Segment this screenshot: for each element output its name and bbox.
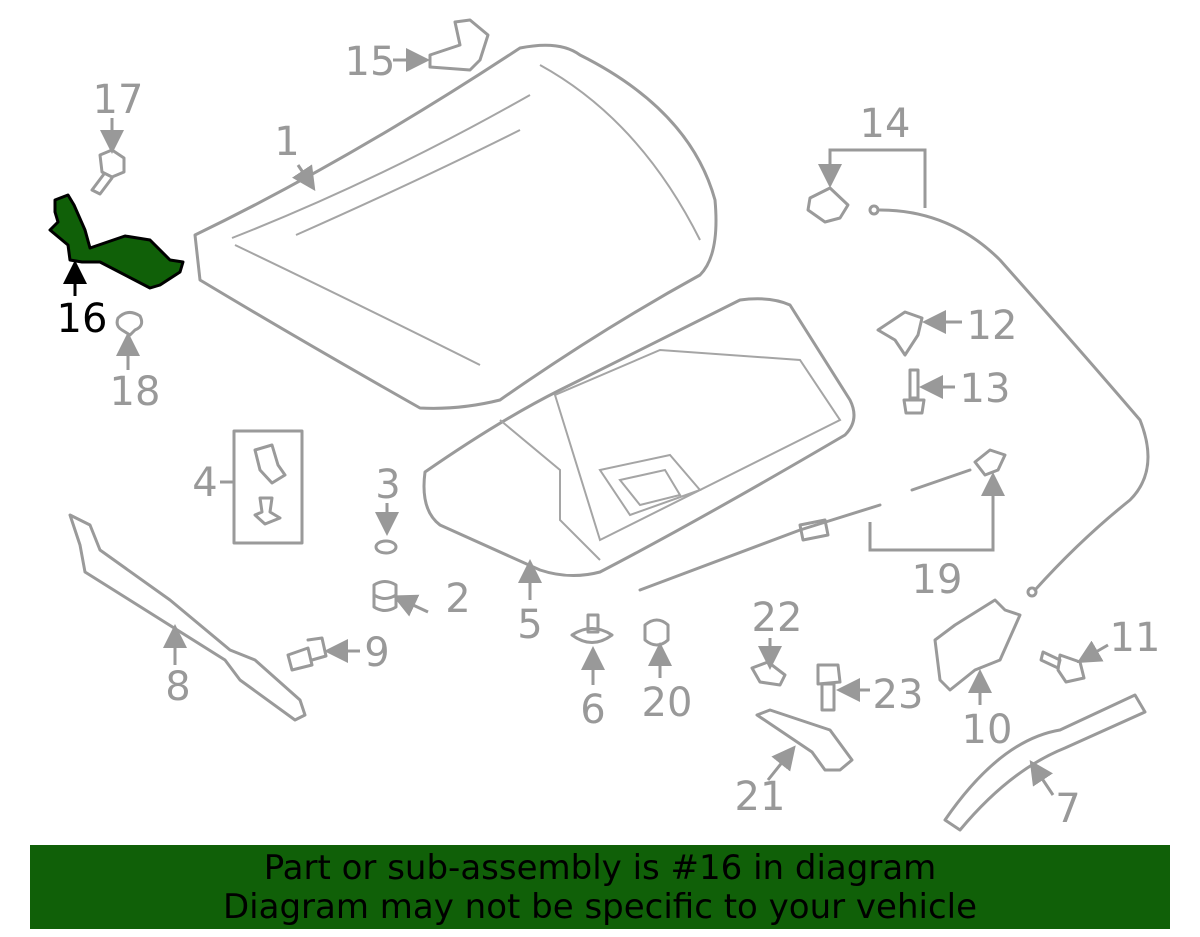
callout-3: 3 xyxy=(375,462,400,508)
part-14-cable[interactable] xyxy=(878,208,1150,592)
part-9-bolt[interactable] xyxy=(286,636,328,672)
part-6[interactable] xyxy=(570,613,614,644)
part-20[interactable] xyxy=(643,618,670,647)
part-4-group[interactable] xyxy=(232,429,304,545)
part-23-bolt[interactable] xyxy=(816,663,842,712)
callout-21: 21 xyxy=(735,774,786,820)
callout-15: 15 xyxy=(345,39,396,85)
callout-16: 16 xyxy=(57,296,108,342)
part-hood[interactable] xyxy=(193,43,718,410)
part-2-plug[interactable] xyxy=(372,580,398,612)
callout-20: 20 xyxy=(642,680,693,726)
part-16-highlighted[interactable] xyxy=(48,193,185,290)
part-17-bolt[interactable] xyxy=(90,148,126,196)
callout-11: 11 xyxy=(1110,615,1161,661)
callout-2: 2 xyxy=(445,576,470,622)
part-18-clip[interactable] xyxy=(115,311,144,337)
part-21[interactable] xyxy=(755,708,854,772)
callout-10: 10 xyxy=(962,707,1013,753)
callout-6: 6 xyxy=(580,687,605,733)
callout-17: 17 xyxy=(93,77,144,123)
part-22[interactable] xyxy=(750,660,787,687)
banner-line-1: Part or sub-assembly is #16 in diagram xyxy=(263,848,937,888)
callout-7: 7 xyxy=(1055,786,1080,832)
part-3-ring[interactable] xyxy=(374,539,398,555)
callout-9: 9 xyxy=(364,630,389,676)
part-12[interactable] xyxy=(876,310,924,357)
callout-8: 8 xyxy=(165,664,190,710)
banner-line-2: Diagram may not be specific to your vehi… xyxy=(222,887,978,927)
callout-4: 4 xyxy=(192,460,217,506)
info-banner: Part or sub-assembly is #16 in diagram D… xyxy=(30,845,1170,929)
part-13-bolt[interactable] xyxy=(902,368,926,415)
callout-23: 23 xyxy=(873,672,924,718)
part-11-bolt[interactable] xyxy=(1039,650,1086,684)
callout-22: 22 xyxy=(752,595,803,641)
part-10[interactable] xyxy=(933,598,1022,692)
part-hood-insulator[interactable] xyxy=(422,297,856,577)
part-15[interactable] xyxy=(428,18,490,72)
callout-19: 19 xyxy=(912,557,963,603)
part-7-seal[interactable] xyxy=(943,693,1147,832)
callout-arrows xyxy=(63,48,1109,796)
callout-14: 14 xyxy=(860,101,911,147)
callout-18: 18 xyxy=(110,369,161,415)
part-14-clip[interactable] xyxy=(806,186,850,224)
callout-13: 13 xyxy=(960,366,1011,412)
callout-1: 1 xyxy=(274,119,299,165)
callout-5: 5 xyxy=(517,602,542,648)
part-8-seal[interactable] xyxy=(68,513,307,722)
callout-12: 12 xyxy=(967,303,1018,349)
